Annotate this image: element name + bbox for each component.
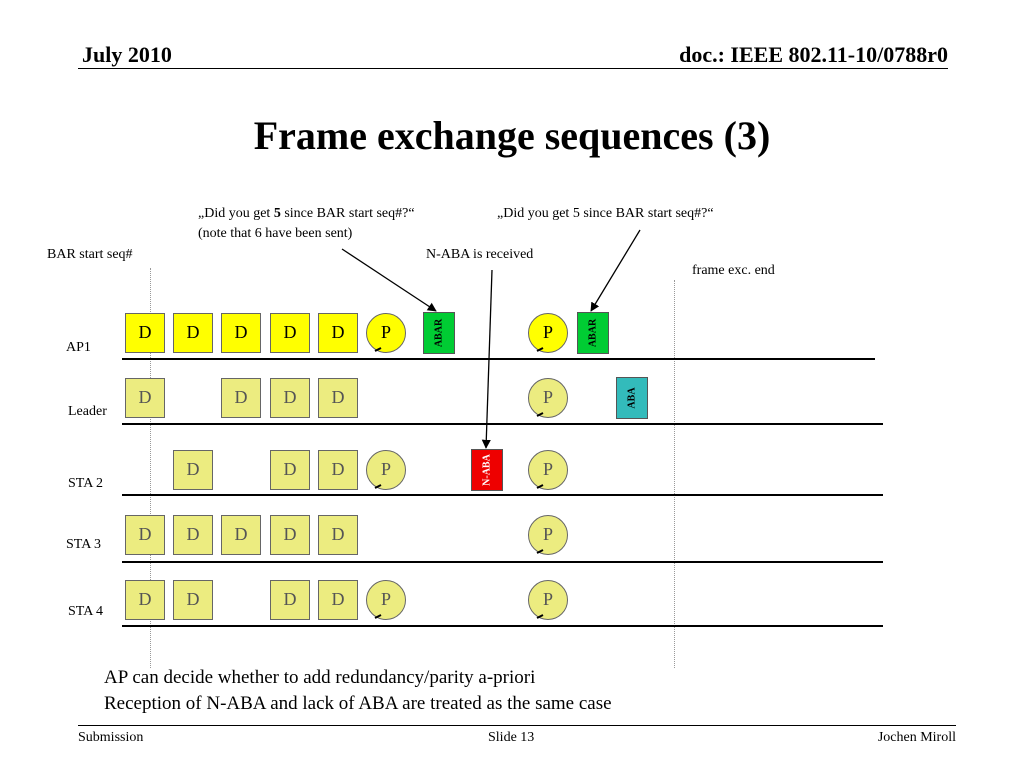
sta4-parity-frame: P <box>528 580 568 620</box>
sta3-data-frame: D <box>318 515 358 555</box>
slide-title: Frame exchange sequences (3) <box>253 113 771 158</box>
header-doc-id: doc.: IEEE 802.11-10/0788r0 <box>679 42 948 67</box>
annotation-question-1: „Did you get 5 since BAR start seq#?“ <box>198 206 415 222</box>
ap1-data-frame: D <box>221 313 261 353</box>
bar-start-marker-line <box>150 268 151 668</box>
annotation-frame-exc-end: frame exc. end <box>692 263 775 278</box>
row-line-sta2 <box>122 494 883 496</box>
ap1-data-frame: D <box>125 313 165 353</box>
sta3-parity-frame: P <box>528 515 568 555</box>
sta2-naba-frame: N-ABA <box>471 449 503 491</box>
sta4-data-frame: D <box>125 580 165 620</box>
row-line-sta3 <box>122 561 883 563</box>
sta4-data-frame: D <box>318 580 358 620</box>
annotation-question-1-bold: 5 <box>273 206 281 221</box>
row-label-sta3: STA 3 <box>66 537 102 552</box>
row-label-ap1: AP1 <box>66 340 91 355</box>
bottom-text-line-1: AP can decide whether to add redundancy/… <box>104 667 536 688</box>
sta3-data-frame: D <box>270 515 310 555</box>
arrow-to-naba <box>481 269 493 449</box>
sta3-data-frame: D <box>221 515 261 555</box>
sta3-data-frame: D <box>173 515 213 555</box>
arrow-question-1-to-abar <box>341 248 437 312</box>
sta2-data-frame: D <box>173 450 213 490</box>
ap1-parity-frame: P <box>366 313 406 353</box>
leader-data-frame: D <box>125 378 165 418</box>
leader-aba-frame: ABA <box>616 377 648 419</box>
annotation-question-2: „Did you get 5 since BAR start seq#?“ <box>497 206 714 221</box>
sta4-data-frame: D <box>173 580 213 620</box>
ap1-abar-frame: ABAR <box>577 312 609 354</box>
ap1-abar-frame: ABAR <box>423 312 455 354</box>
row-label-sta2: STA 2 <box>68 476 104 491</box>
parity-tick-marks <box>374 347 544 619</box>
header-date: July 2010 <box>82 42 172 67</box>
footer-slide-number: Slide 13 <box>488 730 535 745</box>
frame-end-marker-line <box>674 280 675 668</box>
sta2-data-frame: D <box>318 450 358 490</box>
ap1-data-frame: D <box>270 313 310 353</box>
row-line-sta4 <box>122 625 883 627</box>
sta3-data-frame: D <box>125 515 165 555</box>
sta2-parity-frame: P <box>528 450 568 490</box>
footer-rule <box>78 725 956 726</box>
leader-data-frame: D <box>270 378 310 418</box>
leader-data-frame: D <box>318 378 358 418</box>
arrow-question-2-to-abar <box>590 229 641 312</box>
ap1-data-frame: D <box>318 313 358 353</box>
header-rule <box>78 68 948 69</box>
leader-data-frame: D <box>221 378 261 418</box>
annotation-question-1-prefix: „Did you get <box>198 206 274 221</box>
sta4-parity-frame: P <box>366 580 406 620</box>
row-label-leader: Leader <box>68 404 107 419</box>
leader-parity-frame: P <box>528 378 568 418</box>
ap1-parity-frame: P <box>528 313 568 353</box>
row-line-ap1 <box>122 358 875 360</box>
sta2-parity-frame: P <box>366 450 406 490</box>
ap1-data-frame: D <box>173 313 213 353</box>
sta4-data-frame: D <box>270 580 310 620</box>
footer-author: Jochen Miroll <box>877 730 956 745</box>
footer-submission: Submission <box>78 730 144 745</box>
annotation-naba-received: N-ABA is received <box>426 247 534 262</box>
annotation-question-1-suffix: since BAR start seq#?“ <box>280 206 415 221</box>
sta2-data-frame: D <box>270 450 310 490</box>
annotation-question-1-note: (note that 6 have been sent) <box>198 226 353 241</box>
annotation-bar-start-seq: BAR start seq# <box>47 247 133 262</box>
bottom-text-line-2: Reception of N-ABA and lack of ABA are t… <box>104 693 612 714</box>
row-label-sta4: STA 4 <box>68 604 104 619</box>
row-line-leader <box>122 423 883 425</box>
